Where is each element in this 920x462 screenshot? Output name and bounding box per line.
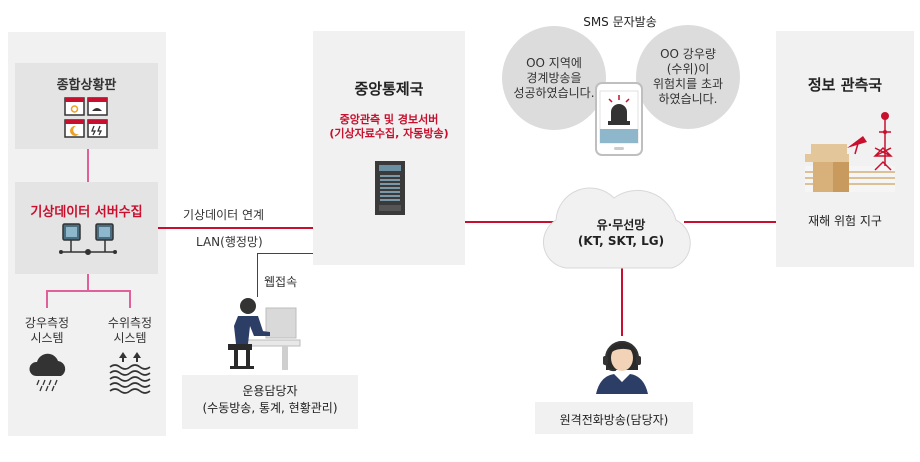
dashboard-title: 종합상황판 [56, 78, 117, 93]
phone-alarm-icon [595, 82, 643, 156]
sms-title: SMS 문자발송 [583, 15, 657, 29]
central-control-title: 중앙통제국 [354, 80, 424, 98]
network-to-station-line [684, 221, 776, 223]
network-to-remote-line [621, 266, 623, 336]
center-to-network-line [465, 221, 555, 223]
weather-station-icon [805, 112, 895, 192]
weather-link-line [158, 227, 313, 229]
lan-label: LAN(행정망) [196, 235, 263, 249]
server-collect-icon [59, 223, 117, 255]
observation-station-title: 정보 관측국 [807, 76, 883, 94]
remote-label-box [535, 402, 693, 434]
operator-label-box [182, 375, 358, 429]
web-access-label: 웹접속 [264, 275, 298, 289]
operator-label: 운용담당자 (수동방송, 통계, 현황관리) [202, 384, 338, 415]
network-cloud-label: 유·무선망 (KT, SKT, LG) [577, 218, 665, 248]
operator-icon [228, 298, 301, 370]
network-cloud [543, 187, 691, 269]
sms-bubble-right-text: OO 강우량 (수위)이 위험치를 초과 하였습니다. [652, 47, 724, 106]
sensor-connector-stem [87, 274, 89, 290]
sensor-connector-left [46, 290, 48, 308]
water-level-icon [109, 352, 151, 394]
sms-bubble-left-text: OO 지역에 경계방송을 성공하였습니다. [513, 55, 595, 100]
collect-box [15, 182, 158, 274]
dashboard-connector [87, 149, 89, 182]
rain-system-label: 강우측정 시스템 [24, 316, 70, 345]
sensor-connector-right [129, 290, 131, 308]
hazard-area-label: 재해 위험 지구 [808, 214, 882, 228]
remote-broadcast-label: 원격전화방송(담당자) [559, 413, 669, 427]
central-server-subtitle: 중앙관측 및 경보서버 (기상자료수집, 자동방송) [329, 113, 449, 140]
sms-bubble-left: OO 지역에 경계방송을 성공하였습니다. [502, 26, 606, 130]
headset-operator-icon [596, 340, 648, 394]
central-control-panel [313, 31, 465, 265]
sms-bubble-right: OO 강우량 (수위)이 위험치를 초과 하였습니다. [636, 25, 740, 129]
dashboard-icon [64, 97, 108, 138]
dashboard-box [15, 63, 158, 149]
web-access-line-h [257, 253, 313, 254]
collect-title: 기상데이터 서버수집 [30, 205, 143, 220]
weather-link-label: 기상데이터 연계 [183, 208, 265, 222]
water-system-label: 수위측정 시스템 [107, 316, 153, 345]
web-access-line-v [257, 253, 258, 297]
server-rack-icon [375, 161, 405, 215]
sensor-connector-bar [46, 290, 131, 292]
rain-cloud-icon [29, 353, 66, 392]
